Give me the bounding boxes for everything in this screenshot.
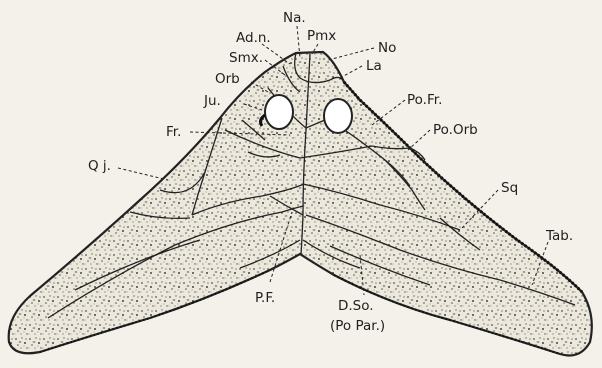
label-orb: Orb bbox=[215, 71, 240, 87]
label-adn: Ad.n. bbox=[236, 30, 271, 46]
label-pf: P.F. bbox=[255, 290, 275, 306]
label-no: No bbox=[378, 40, 396, 56]
label-qj: Q j. bbox=[88, 158, 111, 174]
orbit-right bbox=[324, 99, 352, 133]
label-ju: Ju. bbox=[203, 93, 221, 109]
label-tab: Tab. bbox=[545, 228, 573, 244]
label-popar: (Po Par.) bbox=[330, 318, 385, 334]
label-poorb: Po.Orb bbox=[433, 122, 478, 138]
label-dso: D.So. bbox=[338, 298, 374, 314]
label-la: La bbox=[366, 58, 382, 74]
label-sq: Sq bbox=[501, 180, 518, 196]
label-na: Na. bbox=[283, 10, 306, 26]
skull-roof-outline bbox=[9, 52, 592, 356]
label-pofr: Po.Fr. bbox=[407, 92, 442, 108]
label-fr: Fr. bbox=[166, 124, 181, 140]
label-smx: Smx. bbox=[229, 50, 263, 66]
label-pmx: Pmx bbox=[307, 28, 336, 44]
